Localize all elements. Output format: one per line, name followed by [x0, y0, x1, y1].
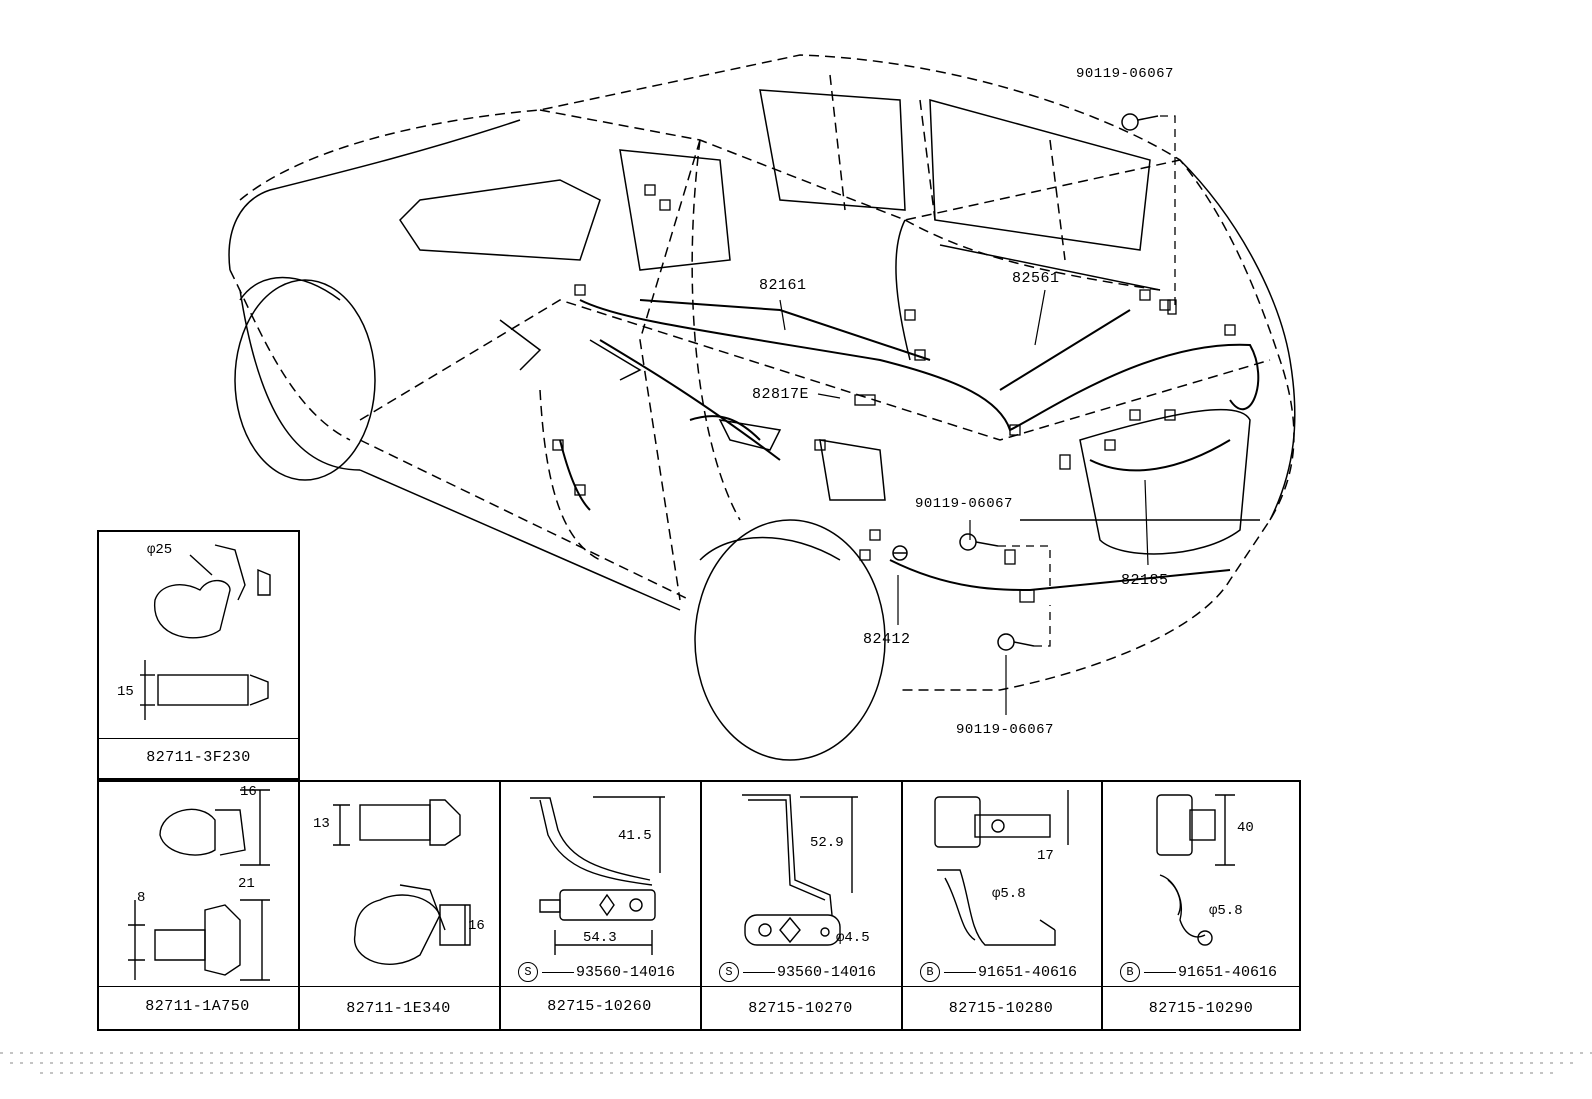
dim-height-15: 15	[117, 684, 134, 700]
sub-part-row: B 91651-40616	[920, 962, 1077, 982]
parts-table-caption-row	[97, 986, 1301, 1031]
caption-82711-1A750: 82711-1A750	[145, 998, 250, 1015]
leader-lines	[779, 289, 1149, 715]
callout-82185: 82185	[1121, 572, 1169, 589]
dim-40: 40	[1237, 820, 1254, 836]
sub-part-number: 91651-40616	[1178, 963, 1278, 981]
front-wheel	[234, 276, 376, 481]
caption-82715-10260: 82715-10260	[547, 998, 652, 1015]
caption-82715-10280: 82715-10280	[948, 1000, 1054, 1017]
dim-16: 16	[468, 918, 485, 934]
dim-diameter-25: φ25	[147, 542, 173, 558]
dim-13: 13	[313, 816, 330, 832]
caption-82711-1E340: 82711-1E340	[346, 1000, 451, 1017]
callout-90119-06067-top: 90119-06067	[1076, 66, 1174, 82]
dim-diameter-4-5: φ4.5	[836, 930, 870, 946]
dim-16: 16	[240, 784, 257, 800]
dim-21: 21	[238, 876, 255, 892]
b-symbol-icon: B	[920, 962, 940, 982]
callout-82561: 82561	[1012, 270, 1060, 287]
interior-lines	[399, 89, 1151, 501]
table-divider	[700, 780, 702, 1031]
inset-82711-3F230-caption-row	[97, 738, 300, 780]
part-82715-10260-drawing	[530, 796, 665, 955]
dim-diameter-5-8: φ5.8	[992, 886, 1026, 902]
sub-part-row: S 93560-14016	[719, 962, 876, 982]
bolt-icons	[892, 113, 1159, 651]
part-82711-1A750-drawing	[128, 789, 270, 981]
table-divider	[298, 780, 300, 1031]
dim-41-5: 41.5	[618, 828, 652, 844]
table-divider	[901, 780, 903, 1031]
table-divider	[1101, 780, 1103, 1031]
caption-82715-10290: 82715-10290	[1148, 1000, 1254, 1017]
s-symbol-icon: S	[719, 962, 739, 982]
part-82715-10280-drawing	[934, 790, 1069, 946]
sub-part-row: B 91651-40616	[1120, 962, 1277, 982]
bolt-dashed-paths	[998, 115, 1176, 647]
callout-90119-06067-bottom: 90119-06067	[956, 722, 1054, 738]
car-body-solid	[228, 119, 1296, 611]
sub-part-number: 93560-14016	[576, 963, 676, 981]
dim-diameter-5-8: φ5.8	[1209, 903, 1243, 919]
dim-52-9: 52.9	[810, 835, 844, 851]
dim-8: 8	[137, 890, 146, 906]
part-82711-1E340-drawing	[333, 799, 471, 965]
dim-54-3: 54.3	[583, 930, 617, 946]
callout-82161: 82161	[759, 277, 807, 294]
caption-82711-3F230: 82711-3F230	[146, 749, 251, 766]
inset-82711-3F230-drawing	[140, 544, 271, 720]
callout-82817E: 82817E	[752, 386, 810, 403]
car-body-outline	[229, 54, 1295, 691]
scan-noise	[0, 1052, 1592, 1074]
s-symbol-icon: S	[518, 962, 538, 982]
table-divider	[499, 780, 501, 1031]
wire-harness	[559, 299, 1260, 592]
b-symbol-icon: B	[1120, 962, 1140, 982]
sub-part-number: 91651-40616	[978, 963, 1078, 981]
sub-part-row: S 93560-14016	[518, 962, 675, 982]
dim-17: 17	[1037, 848, 1054, 864]
sub-part-number: 93560-14016	[777, 963, 877, 981]
part-82715-10270-drawing	[742, 794, 858, 946]
connectors	[552, 184, 1236, 603]
rear-wheel	[694, 519, 886, 761]
part-82715-10290-drawing	[1156, 794, 1235, 946]
callout-82412: 82412	[863, 631, 911, 648]
caption-82715-10270: 82715-10270	[748, 1000, 853, 1017]
callout-90119-06067-mid: 90119-06067	[915, 496, 1013, 512]
